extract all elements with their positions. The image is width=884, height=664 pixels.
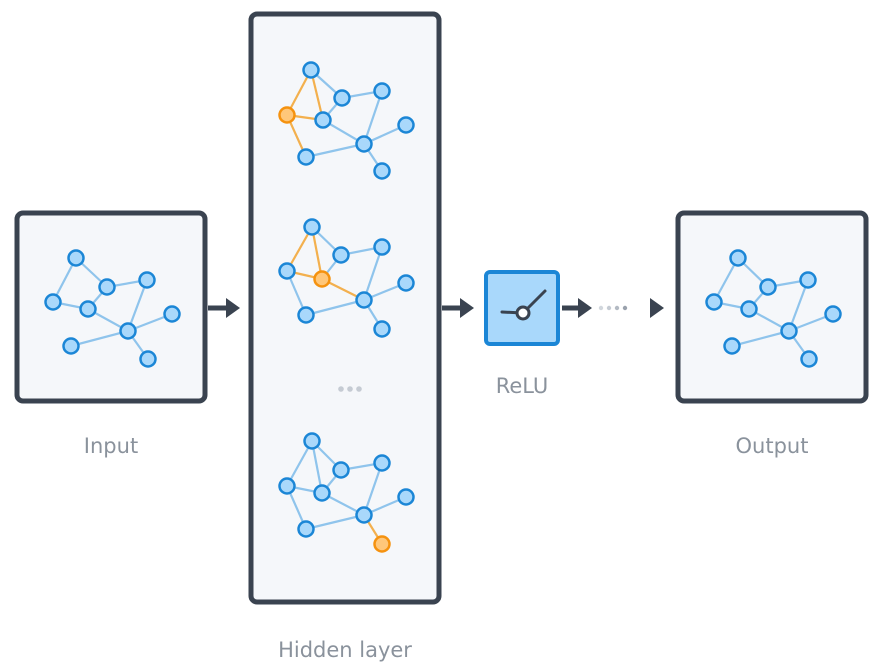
graph-node xyxy=(314,111,332,129)
graph-edge xyxy=(70,329,129,348)
graph-edge xyxy=(362,246,384,301)
relu-knee-node xyxy=(515,305,531,321)
graph-node xyxy=(297,520,315,538)
graph-node xyxy=(278,262,296,280)
highlighted-node xyxy=(278,106,296,124)
arrow-hidden-to-relu xyxy=(442,298,474,318)
graph-node xyxy=(740,300,758,318)
graph-node xyxy=(79,300,97,318)
graph-node xyxy=(44,293,62,311)
graph-edge xyxy=(731,329,790,348)
graph-node xyxy=(303,432,321,450)
graph-node xyxy=(333,89,351,107)
graph-node xyxy=(723,337,741,355)
graph-node xyxy=(355,291,373,309)
graph-node xyxy=(799,271,817,289)
hidden-graph-2 xyxy=(278,218,415,338)
relu-block xyxy=(484,270,560,346)
graph-node xyxy=(373,320,391,338)
graph-edge xyxy=(305,142,365,159)
arrow-input-to-hidden xyxy=(208,298,240,318)
dotted-arrow-to-output xyxy=(598,298,664,318)
output-label: Output xyxy=(736,434,809,458)
graph-node xyxy=(373,162,391,180)
graph-node xyxy=(397,116,415,134)
graph-node xyxy=(139,350,157,368)
graph-node xyxy=(163,305,181,323)
output-graph xyxy=(705,249,842,368)
output-panel xyxy=(675,210,869,404)
hidden-layer-label: Hidden layer xyxy=(278,638,412,662)
input-panel xyxy=(14,210,208,404)
graph-node xyxy=(780,322,798,340)
graph-node xyxy=(355,135,373,153)
graph-node xyxy=(278,477,296,495)
graph-node xyxy=(98,278,116,296)
graph-node xyxy=(138,271,156,289)
graph-node xyxy=(67,249,85,267)
graph-node xyxy=(297,148,315,166)
graph-edge xyxy=(362,90,384,145)
graph-node xyxy=(313,484,331,502)
graph-node xyxy=(397,274,415,292)
graph-node xyxy=(332,461,350,479)
hidden-layer-panel xyxy=(248,11,442,605)
hidden-graph-3 xyxy=(278,432,415,553)
graph-node xyxy=(373,82,391,100)
graph-node xyxy=(800,350,818,368)
graph-node xyxy=(824,305,842,323)
graph-node xyxy=(297,306,315,324)
relu-label: ReLU xyxy=(496,374,549,398)
graph-node xyxy=(729,249,747,267)
graph-edge xyxy=(305,298,365,317)
highlighted-node xyxy=(373,535,391,553)
graph-node xyxy=(397,488,415,506)
arrow-relu-out xyxy=(562,298,592,318)
graph-node xyxy=(332,246,350,264)
input-graph xyxy=(44,249,181,368)
graph-edge xyxy=(787,279,810,332)
highlighted-edge xyxy=(310,226,324,280)
graph-node xyxy=(705,293,723,311)
graph-edge xyxy=(310,440,324,494)
graph-node xyxy=(119,322,137,340)
graph-edge xyxy=(126,279,149,332)
hidden-graph-1 xyxy=(278,61,415,180)
graph-edge xyxy=(305,513,365,531)
graph-node xyxy=(62,337,80,355)
highlighted-node xyxy=(313,270,331,288)
input-label: Input xyxy=(84,434,138,458)
more-layers-ellipsis xyxy=(338,386,362,392)
graph-node xyxy=(302,61,320,79)
graph-node xyxy=(303,218,321,236)
graph-node xyxy=(373,454,391,472)
graph-node xyxy=(355,506,373,524)
graph-edge xyxy=(362,462,384,516)
graph-node xyxy=(373,238,391,256)
graph-node xyxy=(759,278,777,296)
